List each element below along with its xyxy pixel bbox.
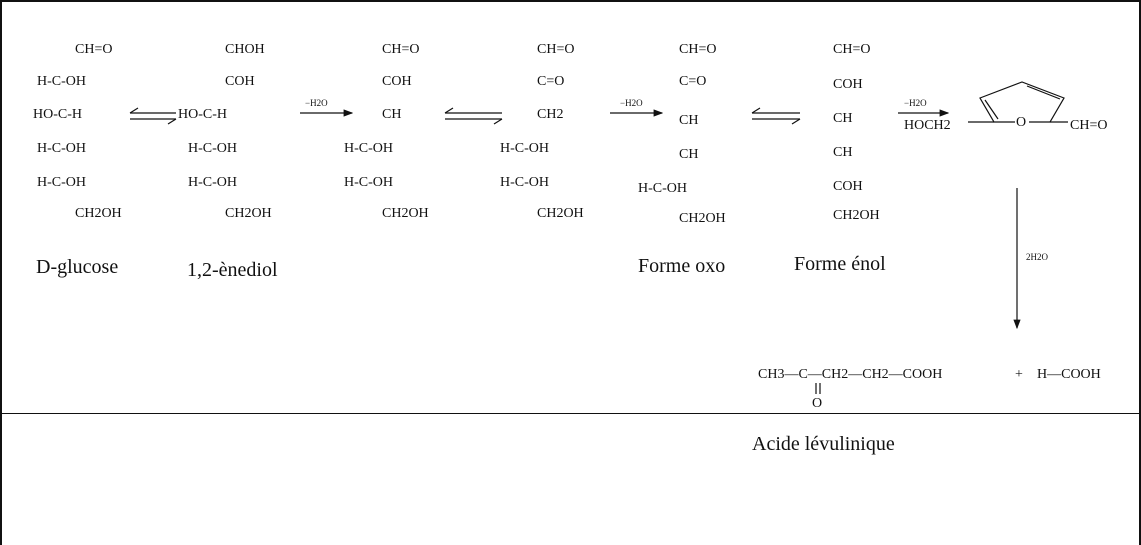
inter1-row-1: CH=O — [382, 42, 419, 57]
glucose-row-6: CH2OH — [75, 206, 122, 221]
hydration-label: 2H2O — [1026, 252, 1048, 262]
inter2-row-4: H-C-OH — [500, 141, 549, 156]
levulinic-acid-oxygen: O — [812, 396, 822, 411]
inter2-row-2: C=O — [537, 74, 564, 89]
oxo-row-2: C=O — [679, 74, 706, 89]
enediol-row-3: HO-C-H — [178, 107, 227, 122]
dehydration-label-2: −H2O — [620, 98, 643, 108]
label-acide-levulinique: Acide lévulinique — [752, 433, 895, 455]
frame-right-extension — [1139, 413, 1141, 543]
inter1-row-3: CH — [382, 107, 401, 122]
label-d-glucose: D-glucose — [36, 256, 118, 278]
frame-bottom-line — [2, 413, 1139, 414]
enediol-row-4: H-C-OH — [188, 141, 237, 156]
inter1-row-6: CH2OH — [382, 206, 429, 221]
glucose-row-4: H-C-OH — [37, 141, 86, 156]
structure-hmf: O HOCH2 CH=O — [904, 81, 1107, 133]
inter2-row-1: CH=O — [537, 42, 574, 57]
dehydration-arrow-2: −H2O — [610, 98, 664, 117]
oxo-row-6: CH2OH — [679, 211, 726, 226]
hmf-hoch2: HOCH2 — [904, 118, 951, 133]
enediol-row-6: CH2OH — [225, 206, 272, 221]
hmf-ring-oxygen: O — [1016, 115, 1026, 130]
enediol-row-1: CHOH — [225, 42, 265, 57]
structure-intermediate-2: CH=O C=O CH2 H-C-OH H-C-OH CH2OH — [500, 42, 584, 221]
structure-d-glucose: CH=O H-C-OH HO-C-H H-C-OH H-C-OH CH2OH D… — [33, 42, 122, 278]
glucose-row-3: HO-C-H — [33, 107, 82, 122]
label-forme-oxo: Forme oxo — [638, 255, 725, 277]
dehydration-label-3: −H2O — [904, 98, 927, 108]
oxo-row-4: CH — [679, 147, 698, 162]
glucose-row-2: H-C-OH — [37, 74, 86, 89]
hydration-arrow: 2H2O — [1013, 188, 1048, 330]
oxo-row-5: H-C-OH — [638, 181, 687, 196]
inter2-row-6: CH2OH — [537, 206, 584, 221]
enol-row-6: CH2OH — [833, 208, 880, 223]
enol-row-3: CH — [833, 111, 852, 126]
inter1-row-4: H-C-OH — [344, 141, 393, 156]
structure-forme-oxo: CH=O C=O CH CH H-C-OH CH2OH Forme oxo — [638, 42, 726, 277]
products: CH3—C—CH2—CH2—COOH O + H—COOH Acide lévu… — [752, 367, 1101, 455]
dehydration-arrow-3: −H2O — [898, 98, 950, 117]
label-enediol: 1,2-ènediol — [187, 259, 278, 281]
equilibrium-arrow-1 — [129, 107, 177, 125]
oxo-row-3: CH — [679, 113, 698, 128]
enol-row-2: COH — [833, 77, 863, 92]
structure-intermediate-1: CH=O COH CH H-C-OH H-C-OH CH2OH — [344, 42, 429, 221]
equilibrium-arrow-2 — [444, 107, 503, 125]
dehydration-arrow-1: −H2O — [300, 98, 354, 117]
glucose-row-5: H-C-OH — [37, 175, 86, 190]
enol-row-4: CH — [833, 145, 852, 160]
levulinic-acid-formula: CH3—C—CH2—CH2—COOH — [758, 367, 942, 382]
inter2-row-5: H-C-OH — [500, 175, 549, 190]
structure-enediol: CHOH COH HO-C-H H-C-OH H-C-OH CH2OH 1,2-… — [178, 42, 278, 281]
enol-row-1: CH=O — [833, 42, 870, 57]
equilibrium-arrow-3 — [751, 107, 801, 125]
enol-row-5: COH — [833, 179, 863, 194]
oxo-row-1: CH=O — [679, 42, 716, 57]
enediol-row-2: COH — [225, 74, 255, 89]
dehydration-label-1: −H2O — [305, 98, 328, 108]
inter1-row-5: H-C-OH — [344, 175, 393, 190]
hmf-cho: CH=O — [1070, 118, 1107, 133]
glucose-row-1: CH=O — [75, 42, 112, 57]
inter2-row-3: CH2 — [537, 107, 563, 122]
structure-forme-enol: CH=O COH CH CH COH CH2OH Forme énol — [794, 42, 886, 275]
inter1-row-2: COH — [382, 74, 412, 89]
plus-sign: + — [1015, 367, 1023, 382]
label-forme-enol: Forme énol — [794, 253, 886, 275]
formic-acid-formula: H—COOH — [1037, 367, 1101, 382]
enediol-row-5: H-C-OH — [188, 175, 237, 190]
